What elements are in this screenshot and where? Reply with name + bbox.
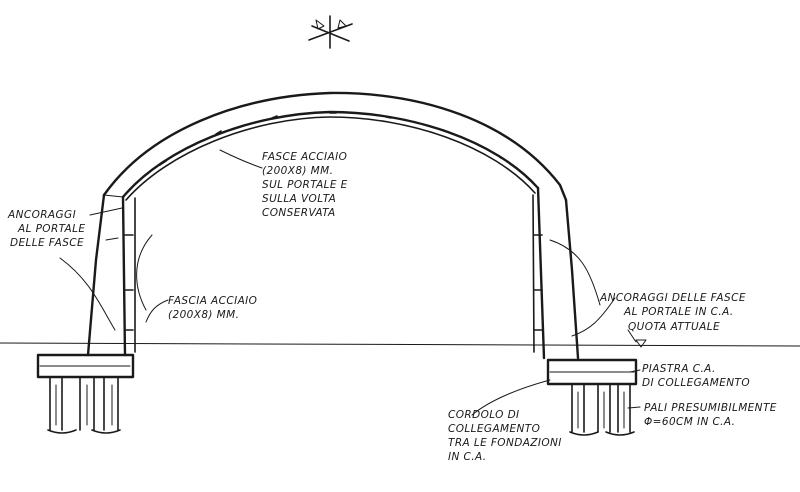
arch-intrados (121, 110, 540, 199)
arch-straps-line: (200x8) mm. (262, 165, 334, 177)
right-foundation (546, 358, 638, 436)
arch-straps-note: FASCE ACCIAIO (200x8) mm. SUL PORTALE E … (262, 150, 348, 220)
piles-line: PALI PRESUMIBILMENTE (644, 402, 777, 414)
arch-steel-strap (125, 116, 536, 201)
left-anchors-line: DELLE FASCE (10, 237, 85, 249)
tie-beam-line: COLLEGAMENTO (448, 423, 541, 435)
ground-level-note: QUOTA ATTUALE (628, 320, 720, 334)
left-pier (86, 193, 136, 357)
arch-straps-line: SUL PORTALE E (262, 179, 348, 191)
left-strap-note: FASCIA ACCIAIO (200x8) mm. (168, 294, 257, 322)
left-strap-line: FASCIA ACCIAIO (168, 295, 258, 307)
ground-line (0, 342, 800, 347)
right-anchors-line: ANCORAGGI DELLE FASCE (600, 292, 746, 304)
right-anchors-line: AL PORTALE IN C.A. (624, 306, 734, 318)
leader-lines (59, 149, 641, 416)
left-strap-line: (200x8) mm. (168, 309, 240, 321)
arch-extrados (102, 91, 568, 202)
tie-beam-line: TRA LE FONDAZIONI (448, 437, 562, 449)
right-pier (532, 186, 580, 360)
left-foundation (36, 353, 135, 434)
arch-straps-line: FASCE ACCIAIO (262, 151, 348, 163)
ground-level-marker (635, 339, 647, 348)
right-anchors-note: ANCORAGGI DELLE FASCE AL PORTALE IN C.A. (600, 291, 746, 319)
slab-line: DI COLLEGAMENTO (642, 377, 750, 389)
tie-beam-note: CORDOLO DI COLLEGAMENTO TRA LE FONDAZION… (448, 408, 562, 464)
left-anchors-note: ANCORAGGI AL PORTALE DELLE FASCE (8, 208, 85, 250)
arch-straps-line: CONSERVATA (262, 207, 336, 219)
slab-note: PIASTRA C.A. DI COLLEGAMENTO (642, 362, 750, 390)
slab-line: PIASTRA C.A. (642, 363, 716, 375)
left-anchors-line: ANCORAGGI (8, 209, 77, 221)
piles-line: Φ=60cm IN C.A. (644, 416, 736, 428)
tie-beam-line: IN C.A. (448, 451, 487, 463)
strap-anchor-marks (124, 112, 543, 331)
north-arrow-icon (308, 15, 353, 49)
left-anchors-line: AL PORTALE (18, 223, 86, 235)
piles-note: PALI PRESUMIBILMENTE Φ=60cm IN C.A. (644, 401, 777, 429)
ground-level-label: QUOTA ATTUALE (628, 321, 720, 333)
arch-straps-line: SULLA VOLTA (262, 193, 337, 205)
tie-beam-line: CORDOLO DI (448, 409, 520, 421)
